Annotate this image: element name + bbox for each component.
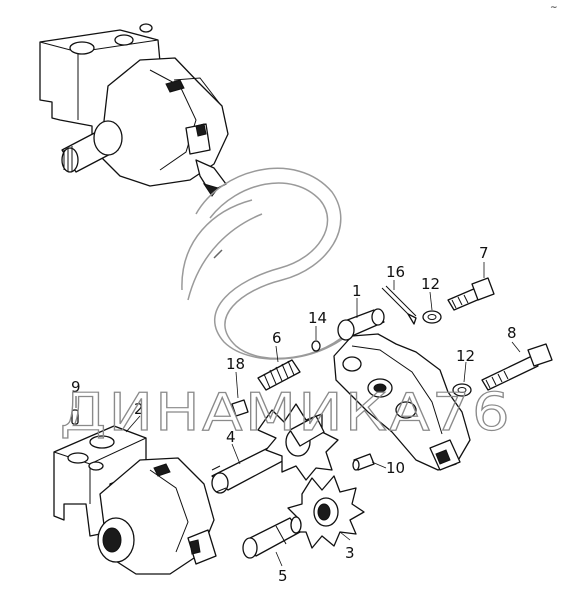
callout-12-upper: 12	[421, 275, 440, 293]
part-16-cotter-pin	[381, 285, 417, 325]
part-3-driven-gear	[287, 475, 365, 549]
watermark-text: ДИНАМИКА76	[60, 383, 512, 443]
callout-14: 14	[308, 309, 327, 327]
callout-1: 1	[352, 282, 362, 300]
callout-16: 16	[386, 263, 405, 281]
part-10-pin	[352, 453, 375, 471]
part-7-short-bolt	[447, 277, 495, 311]
callout-7: 7	[479, 244, 489, 262]
watermark-logo	[181, 167, 363, 360]
assembled-oil-pump	[39, 23, 229, 197]
callout-9: 9	[71, 378, 81, 396]
part-14-small-washer	[311, 340, 321, 352]
callout-3: 3	[345, 544, 355, 562]
part-12-washer-upper	[422, 310, 442, 324]
callout-18: 18	[226, 355, 245, 373]
callout-5: 5	[278, 567, 288, 585]
callout-2: 2	[134, 400, 144, 418]
part-6-spring	[257, 359, 301, 391]
part-9-pin	[71, 409, 79, 425]
callout-4: 4	[226, 428, 236, 446]
part-5-axle	[242, 516, 302, 559]
callout-10: 10	[386, 459, 405, 477]
callout-6: 6	[272, 329, 282, 347]
part-1-pump-cover	[333, 308, 471, 471]
part-2-pump-body	[53, 425, 217, 575]
callout-8: 8	[507, 324, 517, 342]
callout-12-lower: 12	[456, 347, 475, 365]
part-12-washer-lower	[452, 383, 472, 397]
callout-labels: 1 2 3 4 5 6 7 8 9 10 12 12 14 16 18	[71, 244, 517, 585]
part-18-stem	[231, 399, 249, 417]
part-4-drive-shaft-gear	[211, 403, 339, 494]
corner-mark: ~	[550, 3, 558, 13]
leader-lines	[75, 262, 521, 567]
part-8-long-bolt	[481, 343, 553, 391]
